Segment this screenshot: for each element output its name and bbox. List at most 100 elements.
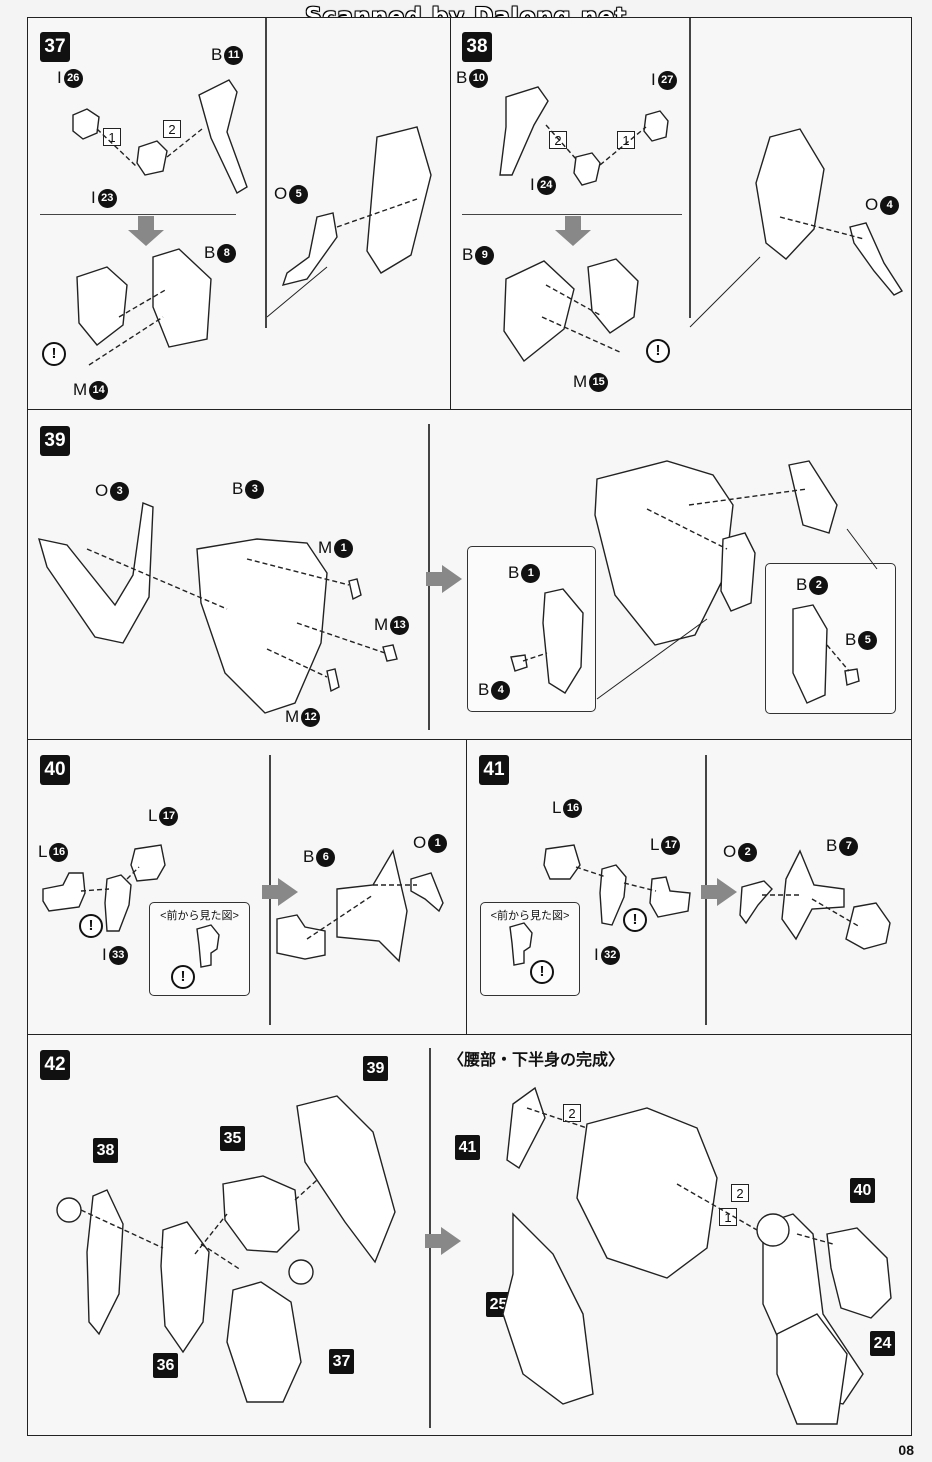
part-side-block-a	[720, 532, 756, 612]
front-view-label: <前から見た図>	[160, 910, 239, 922]
part-b5	[844, 668, 860, 686]
step-37-number: 37	[40, 32, 70, 62]
order-marker-1: 1	[719, 1208, 737, 1226]
caution-icon: !	[79, 914, 103, 938]
sub-ref-35: 35	[220, 1126, 245, 1151]
part-25-leg	[502, 1212, 594, 1405]
part-b8	[152, 248, 212, 348]
part-armor-37	[366, 126, 432, 274]
arrow-right-icon	[701, 878, 737, 906]
page-number: 08	[898, 1442, 914, 1458]
part-m13	[382, 644, 398, 662]
order-marker-2: 2	[163, 120, 181, 138]
joint-marker-icon	[288, 1259, 314, 1285]
sub-ref-37: 37	[329, 1349, 354, 1374]
step-40-parts-drawing	[42, 844, 444, 968]
part-b10	[499, 86, 549, 176]
part-40-hip	[826, 1227, 892, 1319]
part-b9	[503, 260, 575, 363]
part-leg-frame-38	[587, 258, 639, 334]
part-b4	[510, 654, 528, 672]
sub-ref-40: 40	[850, 1178, 875, 1203]
part-i23	[136, 140, 168, 176]
arrow-right-icon	[426, 565, 462, 593]
step-38-number: 38	[462, 32, 492, 62]
part-b1	[542, 588, 584, 694]
part-hip-joint-40	[276, 914, 326, 960]
part-l16	[42, 872, 86, 912]
part-o1	[410, 872, 444, 913]
step-39-number: 39	[40, 426, 70, 456]
part-hip-joint-41	[845, 902, 891, 950]
part-o2	[739, 880, 773, 925]
caution-icon: !	[530, 960, 554, 984]
part-leg-frame-37	[76, 266, 128, 346]
order-marker-2: 2	[563, 1104, 581, 1122]
step-37-divider	[265, 18, 267, 328]
part-37-armor	[226, 1281, 302, 1403]
part-24-thigh	[776, 1313, 848, 1425]
part-b11	[198, 79, 248, 194]
part-m1	[348, 578, 362, 601]
part-36-frame	[160, 1221, 210, 1354]
part-front-view-part	[196, 924, 220, 968]
completion-title: 〈腰部・下半身の完成〉	[448, 1052, 625, 1069]
step-38-divider	[689, 18, 691, 318]
part-b6	[336, 849, 408, 963]
part-i33	[104, 874, 132, 932]
sub-ref-38: 38	[93, 1138, 118, 1163]
part-i26	[72, 108, 100, 140]
part-m12	[326, 668, 340, 693]
arrow-right-icon	[262, 878, 298, 906]
step-37-parts-drawing	[72, 79, 432, 366]
caution-icon: !	[646, 339, 670, 363]
front-view-label: <前から見た図>	[490, 910, 570, 922]
part-39-shell	[296, 1095, 396, 1264]
part-front-view-part	[509, 922, 533, 966]
step-39-parts-drawing	[38, 460, 878, 714]
part-waist-assembled	[594, 460, 734, 646]
part-35-waist-block	[222, 1175, 300, 1253]
step-41-number: 41	[479, 755, 509, 785]
part-b3	[196, 538, 328, 714]
step-42-number: 42	[40, 1050, 70, 1080]
part-ball-joint	[756, 1213, 790, 1247]
step-41-parts-drawing	[509, 844, 891, 966]
sub-ref-39: 39	[363, 1056, 388, 1081]
step-38-parts-drawing	[499, 86, 904, 363]
joint-marker-icon	[56, 1197, 82, 1223]
step-42-parts-drawing	[56, 1086, 892, 1425]
part-38-armor	[86, 1189, 124, 1336]
part-41-assembly	[506, 1086, 546, 1170]
step-42-panel	[27, 1034, 912, 1436]
arrow-down-icon	[128, 216, 164, 246]
caution-icon: !	[171, 965, 195, 989]
part-waist-complete	[576, 1107, 718, 1279]
sub-ref-36: 36	[153, 1353, 178, 1378]
